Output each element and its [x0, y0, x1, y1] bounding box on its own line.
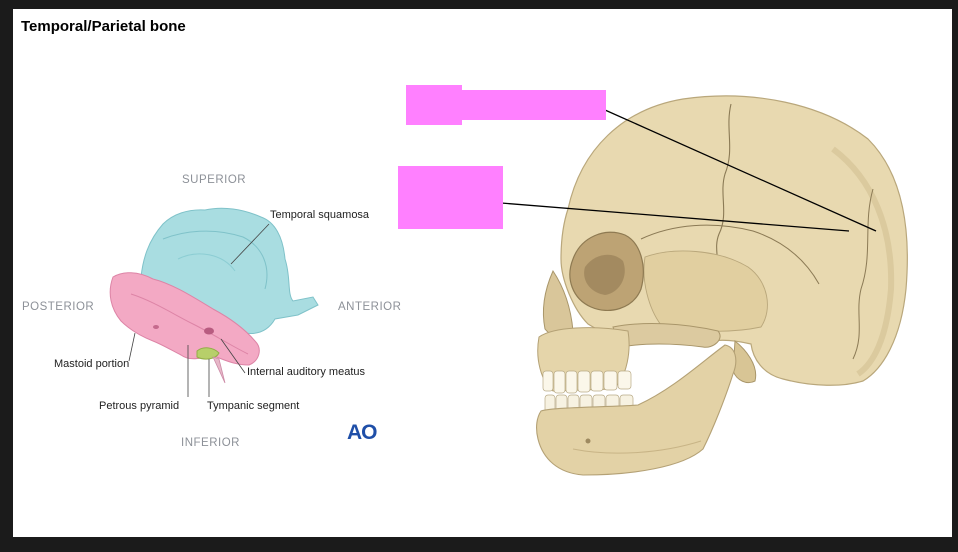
lambdoid-suture [852, 188, 874, 360]
internal-auditory-meatus-label: Internal auditory meatus [247, 366, 366, 378]
petrous-region [109, 272, 260, 366]
posterior-label: POSTERIOR [22, 301, 95, 313]
label-box-upper [406, 85, 462, 125]
tympanic-region [196, 347, 220, 360]
ao-logo: AO [347, 421, 377, 444]
temporal-squamosa-label: Temporal squamosa [270, 209, 370, 221]
label-box-upper-extension [458, 90, 606, 120]
temporal-bone-illustration [109, 207, 319, 397]
coronal-suture [714, 103, 732, 272]
squamosal-suture [640, 224, 820, 285]
mastoid-portion-label: Mastoid portion [54, 358, 130, 370]
pointer-line-lower [500, 202, 850, 232]
slide-title: Temporal/Parietal bone [21, 18, 186, 35]
superior-label: SUPERIOR [182, 174, 247, 186]
anterior-label: ANTERIOR [338, 301, 402, 313]
zygomatic-arch [612, 323, 721, 348]
inferior-label: INFERIOR [181, 437, 240, 449]
petrous-pyramid-label: Petrous pyramid [99, 400, 180, 412]
pointer-line-upper [604, 109, 877, 232]
label-box-lower [398, 166, 503, 229]
cranium [560, 95, 908, 386]
slide: Temporal/Parietal bone [13, 9, 952, 537]
skull-illustration [500, 95, 908, 476]
tympanic-segment-label: Tympanic segment [207, 400, 300, 412]
upper-teeth [542, 370, 632, 394]
